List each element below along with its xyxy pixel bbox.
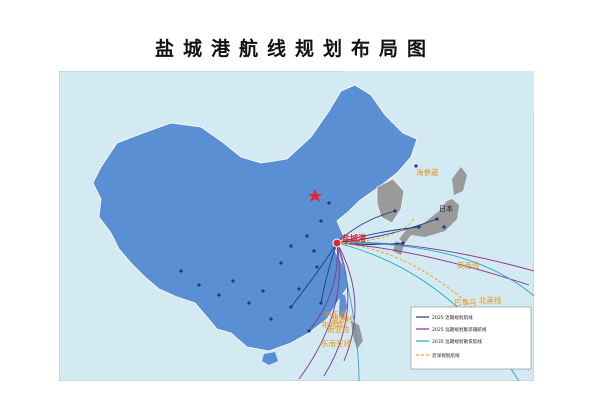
legend-item: 2025 近期规划航线 (416, 314, 473, 321)
routes-purple (298, 242, 535, 380)
legend-box (410, 306, 532, 370)
legend-label: 近洋规划航线 (432, 352, 460, 359)
hub-label: 盐城港 (342, 233, 367, 243)
dest-label-americas: 美西线 (457, 260, 480, 270)
map-panel: 盐城港 海参崴 日本 美西线 巴拿马 北美线 中东线 南亚线 澳洲线 东南亚线 … (58, 70, 535, 382)
dest-label-south-asia: 南亚线 (327, 324, 350, 334)
japan-honshu (399, 199, 459, 243)
philippines-islands (351, 321, 363, 349)
dest-label-na: 北美线 (479, 295, 502, 305)
legend-item: 2035 远期规划散货航线 (416, 338, 482, 345)
dest-label-mideast: 中东线 (324, 309, 347, 319)
korean-peninsula (376, 178, 405, 224)
legend-label: 2035 远期规划散货航线 (432, 338, 482, 345)
legend-item: 近洋规划航线 (416, 352, 460, 359)
hub-marker (332, 238, 342, 248)
dest-label-se-asia: 东南亚线 (321, 338, 351, 348)
legend-label: 2025 远期规划集装箱航线 (432, 326, 487, 333)
legend: 2025 近期规划航线 2025 远期规划集装箱航线 2035 远期规划散货航线… (410, 306, 532, 370)
routes-blue (290, 210, 438, 308)
china-landmass (92, 84, 418, 352)
legend-item: 2025 远期规划集装箱航线 (416, 326, 487, 333)
dest-label-africa: 非洲线 (321, 319, 344, 329)
japan-hokkaido (452, 167, 467, 195)
port-dots (179, 164, 446, 333)
map-canvas: 盐城港 海参崴 日本 美西线 巴拿马 北美线 中东线 南亚线 澳洲线 东南亚线 … (58, 70, 535, 382)
legend-label: 2025 近期规划航线 (432, 314, 473, 321)
dest-label-vladivostok: 海参崴 (416, 167, 439, 177)
capital-star-icon (308, 189, 322, 202)
dest-label-japan: 日本 (439, 204, 453, 213)
dest-label-australia: 澳洲线 (331, 314, 354, 324)
page-title: 盐城港航线规划布局图 (154, 38, 435, 60)
taiwan-island (339, 294, 347, 319)
dest-label-panama: 巴拿马 (454, 297, 477, 307)
hainan-island (262, 352, 278, 365)
